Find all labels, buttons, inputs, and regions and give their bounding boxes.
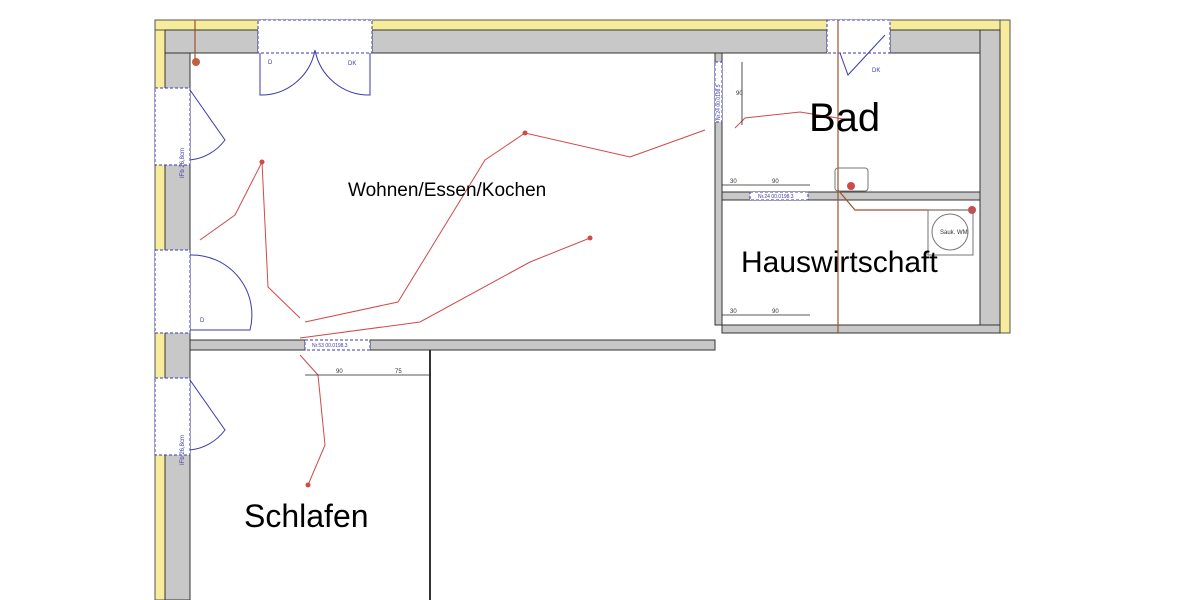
dimension-label: 90 xyxy=(736,91,743,97)
doors xyxy=(189,34,886,451)
dimension-label: 30 xyxy=(730,179,737,185)
shower-drain xyxy=(834,167,869,192)
door-label: D xyxy=(268,60,273,66)
room-label-living: Wohnen/Essen/Kochen xyxy=(348,180,546,201)
dimension-label: 90 xyxy=(772,309,779,315)
lintel-label: Nr.24 00.0198.3 xyxy=(758,194,794,200)
window-label: IFb 26,8cm xyxy=(180,435,186,465)
dimension-label: 30 xyxy=(730,309,737,315)
lintel-label: Nr.53 00.0198.3 xyxy=(312,343,348,349)
dimension-label: 90 xyxy=(772,179,779,185)
pipes xyxy=(194,20,975,333)
washing-machine xyxy=(927,209,974,256)
washer-label: Sauk. WM xyxy=(940,230,968,236)
door-label: DK xyxy=(348,61,356,67)
wiring xyxy=(199,111,851,486)
room-label-bath: Bad xyxy=(809,96,880,140)
room-label-bedroom: Schlafen xyxy=(244,498,369,534)
door-label: D xyxy=(200,318,205,324)
dimension-label: 90 xyxy=(336,369,343,375)
lintel-label: Nr.24 00.0198.5 xyxy=(716,84,722,120)
room-label-utility: Hauswirtschaft xyxy=(741,246,938,279)
dimension-label: 75 xyxy=(395,369,402,375)
door-label: DK xyxy=(872,68,880,74)
dimension-lines xyxy=(305,62,810,376)
window-label: IFb 26,8cm xyxy=(180,148,186,178)
